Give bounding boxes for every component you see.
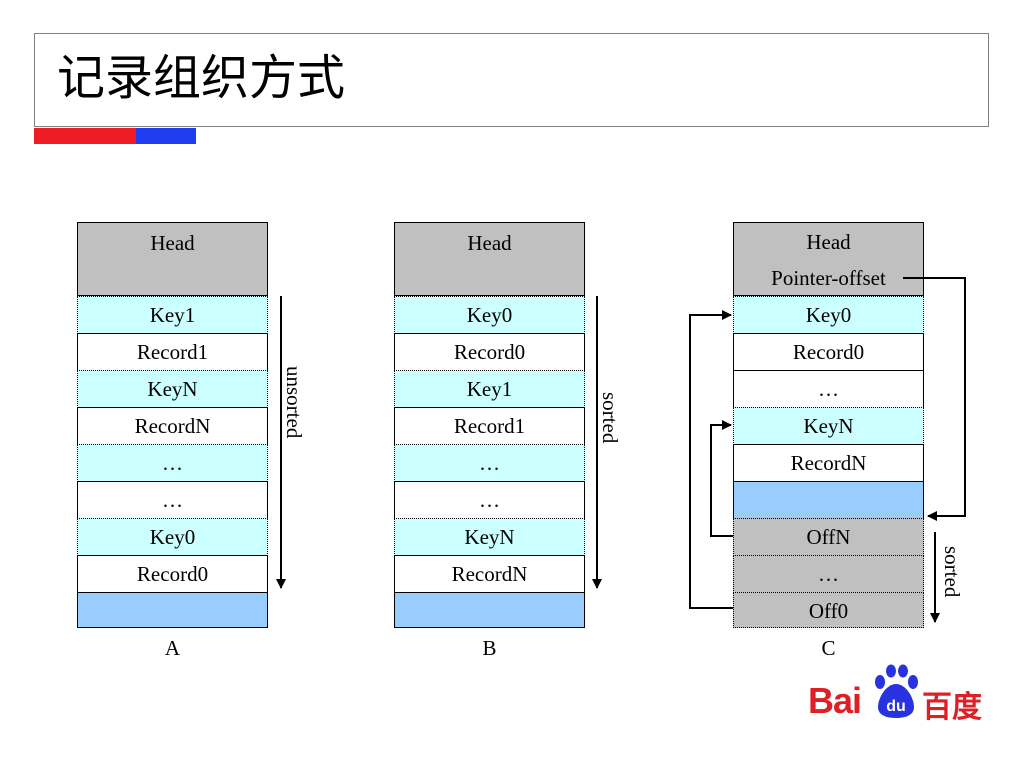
- record-cell: …: [733, 370, 924, 408]
- free-space-cell: [394, 592, 585, 628]
- head-label: Head: [806, 230, 851, 254]
- key-cell: …: [77, 444, 268, 482]
- paw-icon: du: [875, 664, 918, 718]
- logo-chinese: 百度: [922, 690, 982, 725]
- key-cell: Key1: [77, 296, 268, 334]
- record-cell: …: [394, 481, 585, 519]
- caption-a: A: [164, 636, 181, 660]
- pointer-offset-label: Pointer-offset: [771, 266, 886, 290]
- layout-c: Head Pointer-offset Key0 Record0 … KeyN …: [733, 222, 924, 628]
- record-cell: RecordN: [733, 444, 924, 482]
- head-cell: Head Pointer-offset: [733, 222, 924, 296]
- caption-c: C: [821, 636, 836, 660]
- arrow-offn-to-keyn: [710, 420, 733, 537]
- title-box: 记录组织方式: [34, 33, 989, 127]
- free-space-cell: [77, 592, 268, 628]
- direction-label-b: sorted: [598, 392, 622, 444]
- key-cell: Key1: [394, 370, 585, 408]
- logo-latin: Bai: [808, 680, 862, 721]
- arrow-pointer-offset: [903, 277, 966, 521]
- logo-paw-text: du: [886, 698, 906, 715]
- layout-a: Head Key1 Record1 KeyN RecordN … … Key0 …: [77, 222, 268, 628]
- head-cell: Head: [394, 222, 585, 296]
- arrow-off0-to-key0: [689, 310, 733, 609]
- accent-bar-blue: [136, 128, 196, 144]
- record-cell: Record0: [733, 333, 924, 371]
- caption-b: B: [482, 636, 497, 660]
- record-cell: Record0: [394, 333, 585, 371]
- baidu-logo: Bai du 百度: [808, 664, 988, 725]
- direction-label-c: sorted: [940, 546, 964, 598]
- key-cell: Key0: [733, 296, 924, 334]
- record-cell: Record0: [77, 555, 268, 593]
- head-cell: Head: [77, 222, 268, 296]
- record-cell: RecordN: [394, 555, 585, 593]
- accent-bar-red: [34, 128, 136, 144]
- record-cell: …: [77, 481, 268, 519]
- direction-label-a: unsorted: [282, 366, 306, 439]
- key-cell: …: [394, 444, 585, 482]
- key-cell: KeyN: [733, 407, 924, 445]
- record-cell: Record1: [394, 407, 585, 445]
- free-space-cell: [733, 481, 924, 519]
- layout-b: Head Key0 Record0 Key1 Record1 … … KeyN …: [394, 222, 585, 628]
- key-cell: Key0: [394, 296, 585, 334]
- page-title: 记录组织方式: [57, 50, 346, 106]
- offset-cell: Off0: [733, 592, 924, 628]
